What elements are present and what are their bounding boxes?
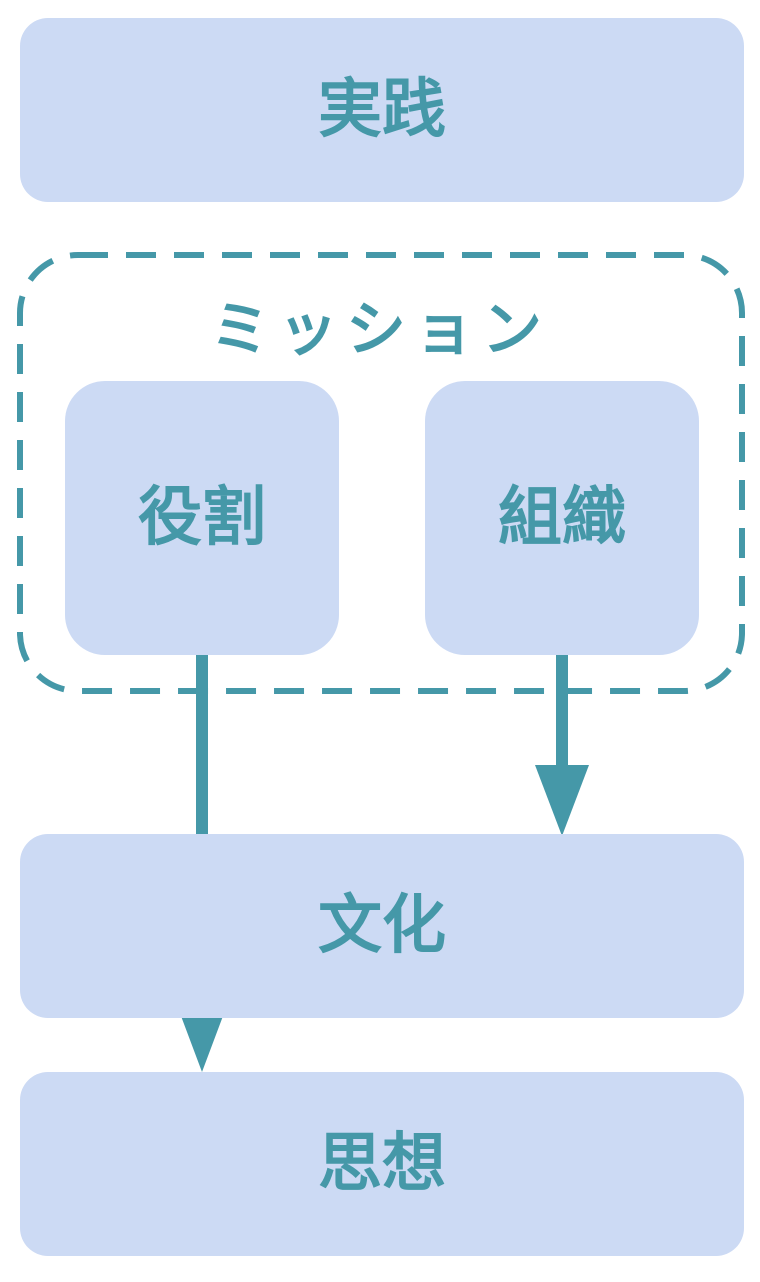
role-box: 役割 [65, 381, 339, 655]
practice-box: 実践 [20, 18, 744, 202]
culture-label: 文化 [318, 889, 446, 963]
mission-label: ミッション [210, 295, 550, 365]
practice-label: 実践 [318, 73, 446, 147]
thought-label: 思想 [318, 1127, 446, 1201]
organization-label: 組織 [498, 481, 626, 555]
arrowhead-org-to-culture [535, 765, 589, 836]
thought-box: 思想 [20, 1072, 744, 1256]
role-label: 役割 [138, 481, 266, 555]
culture-box: 文化 [20, 834, 744, 1018]
organization-box: 組織 [425, 381, 699, 655]
